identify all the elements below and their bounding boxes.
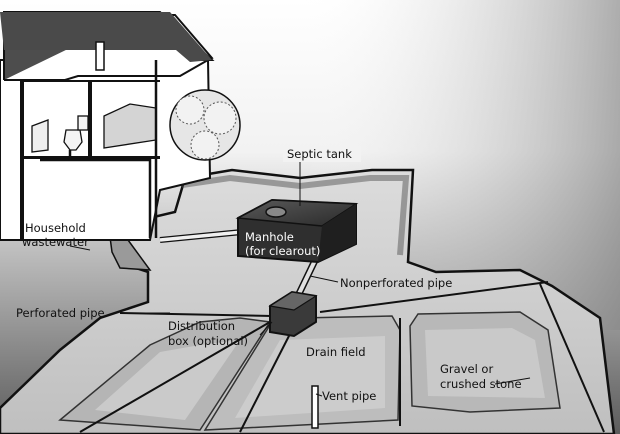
gravel-label-line2: crushed stone xyxy=(440,377,522,391)
chimney-vent xyxy=(95,41,105,71)
perforated-pipe-label: Perforated pipe xyxy=(16,306,105,320)
house-outlet-pipe-fill xyxy=(159,230,243,242)
vent-pipe-label: Vent pipe xyxy=(322,389,376,403)
vent-pipe-icon xyxy=(311,385,319,429)
perforated-pipes xyxy=(79,281,605,433)
manhole-label-line2: (for clearout) xyxy=(245,244,320,258)
septic-tank-label: Septic tank xyxy=(287,147,352,161)
septic-tank-icon xyxy=(235,198,359,264)
household-wastewater-label-line1: Household xyxy=(25,221,86,235)
distribution-box-icon xyxy=(268,290,318,338)
distribution-box-label-line1: Distribution xyxy=(168,319,235,333)
drain-field-label: Drain field xyxy=(306,345,366,359)
drain-trenches xyxy=(58,311,561,431)
septic-tank-label-bg xyxy=(283,146,361,162)
shrub-icon xyxy=(169,89,241,161)
manhole-label-line1: Manhole xyxy=(245,230,294,244)
nonperforated-pipe-label: Nonperforated pipe xyxy=(340,276,452,290)
sink-icon xyxy=(31,119,49,153)
household-wastewater-label-line2: wastewater xyxy=(22,235,89,249)
gravel-label-line1: Gravel or xyxy=(440,362,493,376)
leader-lines xyxy=(69,160,531,397)
manhole-cover-icon xyxy=(265,206,287,218)
house xyxy=(0,11,215,241)
distribution-box-label-line2: box (optional) xyxy=(168,334,248,348)
trench-wall-shadow xyxy=(181,174,410,256)
